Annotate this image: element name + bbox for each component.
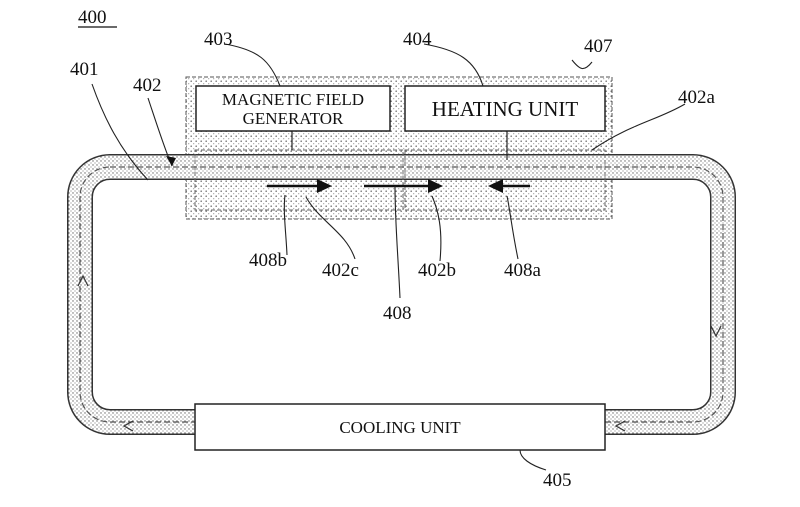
leader-403: [224, 43, 281, 87]
leader-404: [423, 43, 484, 87]
leader-402a: [591, 103, 686, 151]
ref-408b: 408b: [249, 250, 287, 271]
flow-marker-bottom-right: [614, 420, 626, 432]
leader-405: [519, 449, 547, 471]
ref-402: 402: [133, 75, 162, 96]
magnetic-box-line1: MAGNETIC FIELD: [222, 90, 364, 109]
cooling-box-label: COOLING UNIT: [339, 418, 461, 437]
ref-402c: 402c: [322, 260, 359, 281]
ref-402b: 402b: [418, 260, 456, 281]
ref-402a: 402a: [678, 87, 716, 108]
ref-407: 407: [584, 36, 613, 57]
heating-unit-box: [404, 85, 606, 132]
leader-408a: [506, 195, 519, 260]
flow-arrow-408: [364, 179, 443, 193]
ref-401: 401: [70, 59, 99, 80]
flow-marker-left: [77, 274, 89, 287]
ref-404: 404: [403, 29, 432, 50]
leader-402-arrowhead: [166, 156, 176, 166]
heating-box-label: HEATING UNIT: [432, 97, 579, 121]
ref-408a: 408a: [504, 260, 542, 281]
flow-marker-bottom-left: [122, 420, 134, 432]
loop-pipe: [67, 154, 736, 435]
leader-401: [91, 83, 149, 181]
flow-arrow-408a: [488, 179, 530, 193]
ref-405: 405: [543, 470, 572, 491]
leader-408: [394, 185, 401, 299]
leader-402c: [305, 196, 356, 260]
ref-408: 408: [383, 303, 412, 324]
cooling-unit-box: [194, 403, 606, 451]
figure-number: 400: [78, 7, 107, 28]
ref-403: 403: [204, 29, 233, 50]
flow-arrow-408b: [267, 179, 332, 193]
leader-402b: [431, 195, 442, 262]
inner-region-right: [404, 149, 606, 211]
inner-region-left: [194, 149, 404, 211]
leader-408b: [283, 194, 288, 256]
magnetic-box-line2: GENERATOR: [243, 109, 344, 128]
flow-marker-right: [710, 325, 722, 338]
leader-407: [571, 59, 593, 70]
magnetic-field-generator-box: [195, 85, 391, 132]
